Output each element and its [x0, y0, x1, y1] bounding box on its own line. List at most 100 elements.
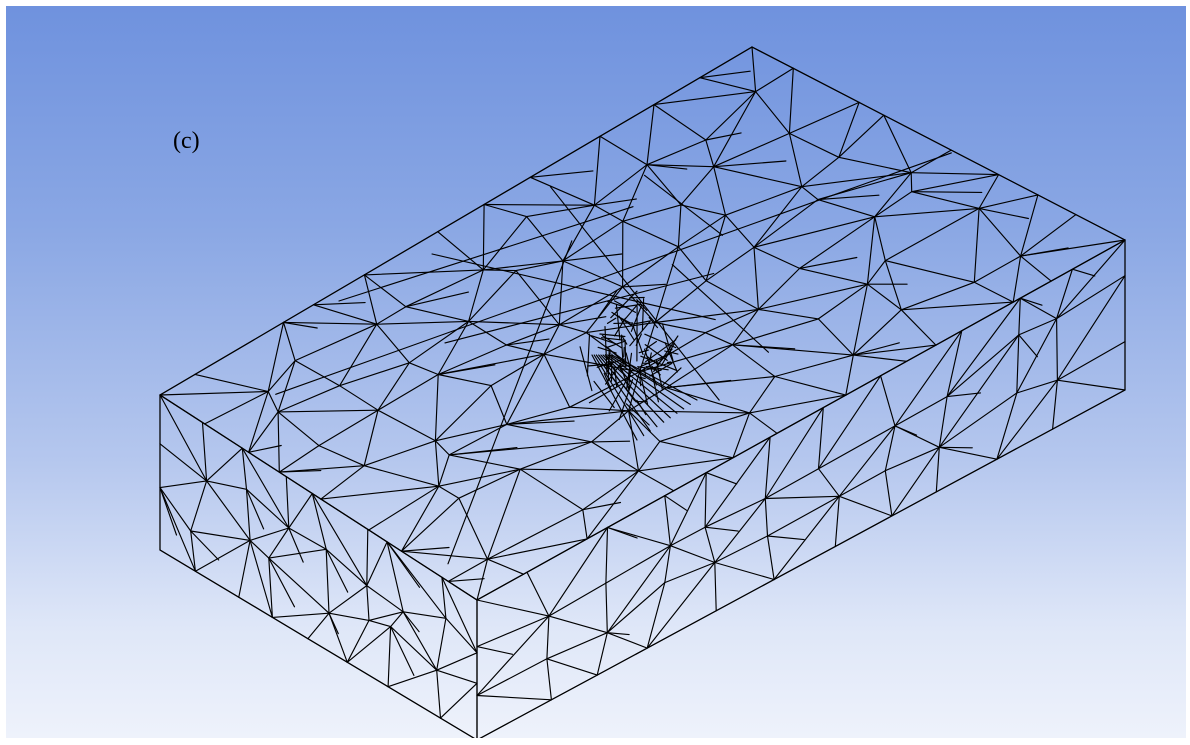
refined-edge — [609, 354, 691, 405]
top-mesh-edge — [506, 410, 630, 425]
refined-edge — [645, 366, 669, 371]
top-mesh-edge — [654, 246, 679, 324]
front-mesh-edge — [714, 497, 766, 564]
front-mesh-edge — [606, 632, 648, 649]
top-mesh-edge — [731, 344, 776, 378]
top-mesh-edge — [585, 286, 624, 334]
left-mesh-edge — [386, 541, 421, 588]
top-mesh-edge — [654, 308, 759, 324]
top-mesh-edge — [482, 269, 517, 272]
top-mesh-edge — [448, 447, 518, 456]
left-mesh-edge — [441, 576, 478, 601]
top-mesh-edge — [950, 149, 1000, 176]
front-mesh-edge — [769, 407, 824, 438]
top-mesh-edge — [483, 176, 531, 206]
top-mesh-edge — [515, 260, 564, 272]
top-mesh-edge — [277, 411, 280, 473]
top-mesh-edge — [866, 216, 876, 285]
top-mesh-edge — [486, 538, 588, 560]
top-mesh-edge — [438, 485, 460, 499]
front-mesh-edge — [476, 599, 550, 617]
top-mesh-edge — [248, 390, 269, 453]
left-mesh-edge — [159, 480, 208, 489]
top-mesh-edge — [468, 320, 560, 326]
front-mesh-edge — [476, 694, 552, 701]
top-mesh-edge — [665, 379, 732, 389]
front-mesh-edge — [606, 545, 671, 634]
refined-edge — [625, 403, 650, 426]
top-mesh-edge — [713, 166, 727, 216]
top-mesh-edge — [910, 172, 1000, 176]
front-mesh-edge — [946, 392, 982, 398]
front-mesh-edge — [894, 425, 918, 436]
front-mesh-edge — [938, 392, 1018, 448]
top-mesh-edge — [628, 410, 640, 472]
left-mesh-edge — [325, 548, 330, 614]
left-mesh-edge — [346, 661, 389, 688]
refined-edge — [661, 323, 674, 361]
top-mesh-edge — [277, 360, 296, 413]
left-mesh-edge — [390, 626, 415, 676]
front-mesh-edge — [1016, 334, 1020, 394]
left-mesh-edge — [268, 557, 330, 614]
top-mesh-edge — [558, 324, 587, 334]
top-mesh-edge — [788, 132, 803, 188]
left-mesh-edge — [328, 612, 370, 621]
top-mesh-edge — [753, 216, 876, 248]
refined-edge — [593, 354, 645, 437]
refined-edge — [602, 354, 671, 419]
front-mesh-edge — [880, 330, 963, 377]
internal-edge — [643, 174, 724, 236]
top-mesh-edge — [434, 440, 450, 456]
internal-edge — [431, 253, 716, 321]
front-mesh-edge — [884, 446, 940, 472]
front-mesh-edge — [766, 495, 840, 537]
front-mesh-edge — [1056, 318, 1058, 381]
top-mesh-edge — [646, 164, 682, 206]
top-mesh-edge — [437, 320, 470, 376]
top-mesh-edge — [543, 324, 560, 355]
top-mesh-edge — [845, 354, 854, 396]
top-mesh-edge — [753, 246, 759, 310]
left-mesh-edge — [201, 421, 243, 449]
front-mesh-edge — [766, 535, 805, 541]
top-mesh-edge — [910, 149, 952, 174]
top-mesh-edge — [318, 409, 379, 447]
top-mesh-edge — [911, 191, 980, 209]
left-mesh-edge — [307, 612, 330, 640]
top-mesh-edge — [278, 470, 322, 473]
top-mesh-edge — [400, 497, 460, 552]
refined-edge — [603, 372, 612, 391]
left-mesh-edge — [238, 596, 273, 618]
top-mesh-edge — [519, 441, 593, 470]
top-mesh-edge — [757, 283, 868, 310]
top-mesh-edge — [911, 174, 1000, 193]
front-mesh-edge — [996, 379, 1058, 460]
top-mesh-edge — [506, 420, 575, 425]
front-mesh-edge — [1019, 297, 1043, 306]
left-mesh-edge — [190, 530, 251, 541]
top-mesh-edge — [883, 114, 912, 174]
top-mesh-edge — [653, 91, 757, 106]
refined-edge — [606, 340, 626, 348]
top-mesh-edge — [900, 281, 975, 311]
front-mesh-edge — [1052, 389, 1126, 430]
left-mesh-edge — [390, 611, 404, 628]
top-mesh-edge — [788, 101, 860, 134]
top-mesh-edge — [817, 194, 880, 201]
top-mesh-edge — [852, 354, 908, 362]
front-mesh-edge — [479, 699, 552, 738]
top-mesh-edge — [468, 320, 507, 346]
left-mesh-edge — [271, 616, 309, 640]
front-mesh-edge — [996, 392, 1018, 460]
left-mesh-edge — [159, 443, 208, 482]
refined-edge — [638, 349, 649, 354]
top-mesh-edge — [978, 207, 1022, 257]
top-mesh-edge — [1075, 214, 1126, 241]
front-mesh-edge — [1018, 334, 1038, 358]
graphics-viewport[interactable]: (c) — [6, 6, 1186, 738]
top-mesh-edge — [713, 91, 757, 168]
top-mesh-edge — [774, 375, 847, 396]
front-mesh-edge — [704, 472, 707, 528]
top-mesh-edge — [194, 373, 269, 393]
